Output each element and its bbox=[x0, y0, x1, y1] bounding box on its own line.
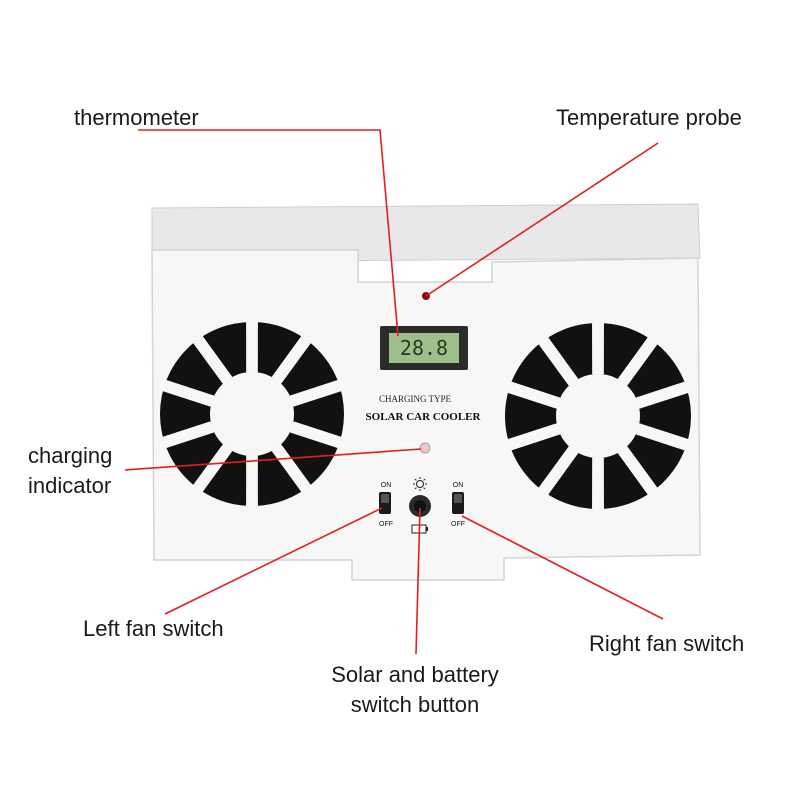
left-fan-hub bbox=[210, 372, 294, 456]
right-fan-spoke bbox=[505, 423, 561, 451]
solar-battery-label-line1: Solar and battery bbox=[331, 662, 499, 687]
right-fan bbox=[505, 321, 691, 511]
callout-lines bbox=[124, 129, 664, 655]
right-fan-spoke bbox=[635, 423, 691, 451]
solar-battery-button-cap bbox=[414, 500, 426, 512]
lcd-screen bbox=[389, 333, 459, 363]
charging-indicator-label-line1: charging bbox=[28, 443, 113, 468]
solar-car-cooler-label: SOLAR CAR COOLER bbox=[366, 411, 482, 423]
right-switch-on-label: ON bbox=[453, 482, 464, 489]
right-fan-spoke bbox=[617, 335, 659, 386]
left-fan-spoke bbox=[160, 421, 215, 449]
right-fan-spoke bbox=[537, 446, 579, 497]
solar-battery-leader-line bbox=[415, 507, 421, 655]
left-switch-toggle bbox=[381, 494, 389, 503]
sun-icon bbox=[413, 477, 427, 491]
right-fan-spoke bbox=[635, 381, 691, 409]
charging-indicator-label-line2: indicator bbox=[28, 473, 112, 498]
charging-type-label: CHARGING TYPE bbox=[379, 394, 452, 404]
thermometer-label: thermometer bbox=[74, 105, 199, 130]
left-fan-switch-leader-line bbox=[164, 507, 383, 615]
right-fan-hub bbox=[556, 374, 640, 458]
left-fan-spoke bbox=[271, 334, 312, 384]
temperature-probe-leader-line bbox=[425, 142, 659, 297]
left-fan-switch-label: Left fan switch bbox=[83, 616, 224, 641]
left-fan-spoke bbox=[271, 444, 312, 494]
right-fan-spoke bbox=[592, 321, 604, 375]
left-fan bbox=[160, 320, 344, 508]
right-fan-spoke bbox=[537, 335, 579, 386]
solar-battery-label-line2: switch button bbox=[350, 692, 480, 717]
right-fan-spoke bbox=[617, 446, 659, 497]
right-fan-spoke bbox=[505, 381, 561, 409]
charging-indicator-led-icon bbox=[419, 442, 431, 454]
right-fan-switch-label: Right fan switch bbox=[589, 631, 745, 656]
device-top-panel bbox=[151, 203, 701, 263]
left-fan-spoke bbox=[246, 320, 258, 373]
right-switch-toggle bbox=[454, 494, 462, 503]
thermometer-leader-line bbox=[138, 129, 399, 337]
charging-indicator-leader-line bbox=[124, 448, 422, 471]
left-fan-spoke bbox=[192, 334, 233, 384]
left-switch-on-label: ON bbox=[381, 482, 392, 489]
left-fan-spoke bbox=[246, 455, 258, 508]
right-fan-switch-leader-line bbox=[461, 515, 664, 620]
temperature-probe-label: Temperature probe bbox=[556, 105, 742, 130]
left-fan-spoke bbox=[289, 421, 344, 449]
left-fan-spoke bbox=[160, 379, 215, 407]
left-fan-spoke bbox=[289, 379, 344, 407]
right-fan-spoke bbox=[592, 457, 604, 511]
lcd-reading: 28.8 bbox=[400, 336, 448, 360]
left-fan-spoke bbox=[192, 444, 233, 494]
left-switch-off-label: OFF bbox=[379, 521, 393, 528]
right-switch-off-label: OFF bbox=[451, 521, 465, 528]
